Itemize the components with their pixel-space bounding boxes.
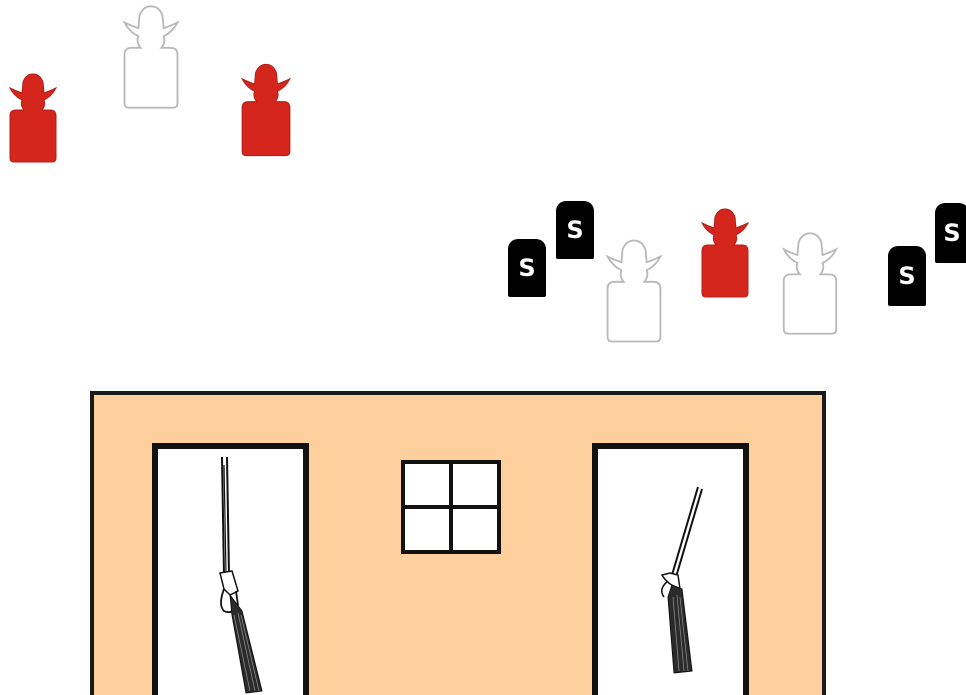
no-shoot-target-2: [603, 238, 665, 344]
building-window: [401, 460, 501, 554]
steel-plate-3: S: [888, 246, 926, 306]
cowboy-target-icon: [238, 62, 294, 158]
shoot-target-1: [6, 72, 60, 164]
steel-plate-4: S: [935, 203, 966, 263]
steel-plate-label: S: [518, 256, 535, 280]
left-door: [152, 443, 309, 695]
no-shoot-target-1: [119, 4, 183, 110]
cowboy-target-icon: [119, 4, 183, 110]
steel-plate-2: S: [556, 201, 594, 259]
double-barrel-shotgun-icon: [652, 485, 708, 675]
cowboy-target-icon: [779, 231, 841, 336]
shoot-target-3: [698, 206, 752, 300]
lever-action-rifle-icon: [210, 455, 270, 695]
steel-plate-label: S: [943, 221, 960, 245]
no-shoot-target-3: [779, 231, 841, 336]
shoot-target-2: [238, 62, 294, 158]
steel-plate-label: S: [898, 264, 915, 288]
cowboy-target-icon: [603, 238, 665, 344]
building-facade: [90, 391, 826, 695]
cowboy-target-icon: [6, 72, 60, 164]
right-door: [592, 443, 749, 695]
steel-plate-label: S: [566, 218, 583, 242]
steel-plate-1: S: [508, 239, 546, 297]
window-mullion-horizontal: [405, 505, 497, 509]
cowboy-target-icon: [698, 206, 752, 300]
